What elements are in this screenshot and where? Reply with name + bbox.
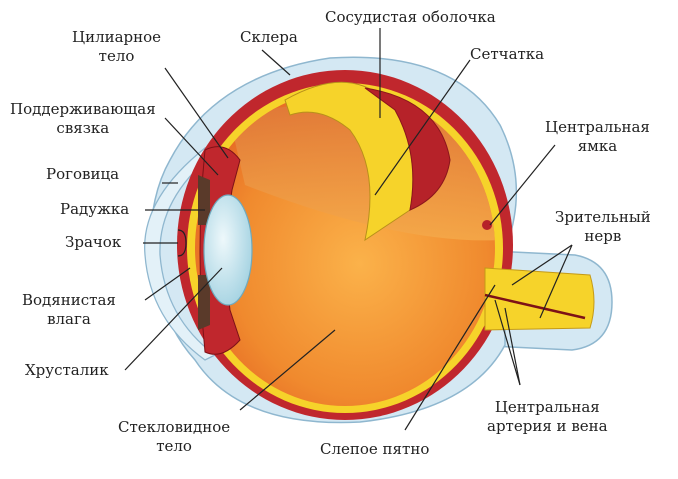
label-fovea: Центральная ямка [545,118,650,155]
central-vessel [484,293,586,320]
leader-artery-1 [494,299,521,386]
leader-lines [124,28,573,431]
label-zonule: Поддерживающая связка [10,100,156,137]
label-artery-vein: Центральная артерия и вена [487,398,608,435]
label-lens: Хрусталик [25,361,109,379]
leader-lens [124,267,223,371]
label-iris: Радужка [60,200,130,218]
leader-blind-spot [404,284,496,431]
lens [203,194,253,306]
leader-optic-2 [539,244,573,319]
leader-ciliary [164,67,229,159]
label-pupil: Зрачок [65,233,122,251]
leader-artery-2 [504,307,521,386]
label-optic-nerve: Зрительный нерв [555,208,651,245]
leader-fovea [489,144,556,226]
leader-sclera [261,49,291,76]
label-vitreous: Стекловидное тело [118,418,231,455]
leader-retina [374,59,471,196]
label-sclera: Склера [240,28,298,46]
label-cornea: Роговица [46,165,120,183]
leader-vitreous [239,329,336,411]
leader-zonule [164,117,219,176]
iris [198,175,210,330]
label-ciliary-body: Цилиарное тело [72,28,162,65]
leader-optic-1 [511,244,573,286]
label-blind-spot: Слепое пятно [320,440,430,458]
label-aqueous: Водянистая влага [22,291,116,328]
fovea-dot [482,220,492,230]
leader-aqueous [144,267,191,301]
pupil-bracket [177,229,187,257]
label-retina: Сетчатка [470,45,545,63]
label-choroid: Сосудистая оболочка [325,8,496,26]
